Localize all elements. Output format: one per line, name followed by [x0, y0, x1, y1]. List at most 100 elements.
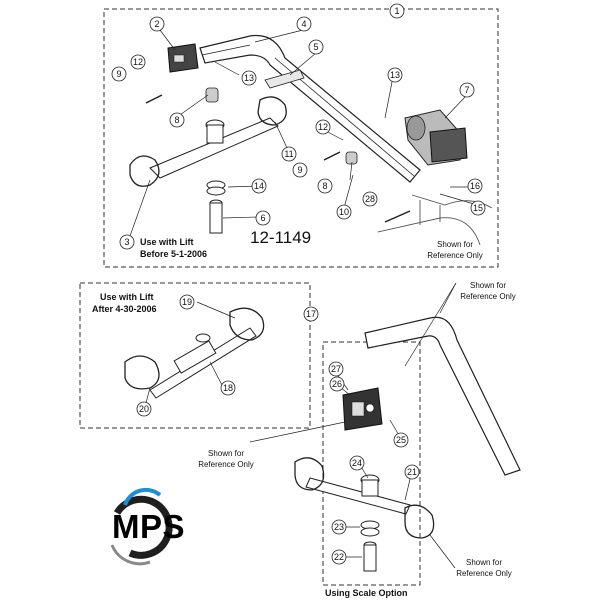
svg-text:27: 27: [331, 364, 341, 374]
svg-text:25: 25: [396, 435, 406, 445]
part-number: 12-1149: [250, 228, 311, 247]
bushing-mid: [345, 151, 358, 165]
svg-text:12: 12: [133, 57, 143, 67]
svg-text:16: 16: [470, 181, 480, 191]
svg-text:8: 8: [174, 115, 179, 125]
callout-21: 21: [404, 464, 420, 480]
middle-group-label-line1: Use with Lift: [100, 292, 154, 302]
boom-arm-bottom: [364, 316, 521, 476]
svg-text:19: 19: [182, 297, 192, 307]
callout-16: 16: [467, 178, 483, 194]
svg-text:2: 2: [154, 19, 159, 29]
svg-text:13: 13: [390, 70, 400, 80]
svg-text:17: 17: [306, 309, 316, 319]
svg-text:15: 15: [473, 203, 483, 213]
callout-17: 17: [303, 306, 319, 322]
svg-text:18: 18: [223, 383, 233, 393]
svg-text:5: 5: [313, 42, 318, 52]
label-strip: [264, 69, 305, 89]
callout-28: 28: [362, 191, 378, 207]
mps-logo: MPS: [110, 487, 185, 566]
callout-14: 14: [251, 178, 267, 194]
logo-text: MPS: [112, 508, 185, 545]
svg-text:14: 14: [254, 181, 264, 191]
callout-12b: 12: [315, 119, 331, 135]
reference-frame-top: [377, 194, 493, 246]
reference-note-left: Shown for Reference Only: [198, 449, 254, 469]
svg-text:7: 7: [464, 85, 469, 95]
svg-text:24: 24: [352, 458, 362, 468]
svg-text:13: 13: [244, 73, 254, 83]
svg-text:20: 20: [139, 404, 149, 414]
svg-text:4: 4: [301, 19, 306, 29]
group-box-top: [103, 8, 499, 268]
svg-text:Shown for: Shown for: [470, 281, 506, 290]
svg-text:1: 1: [394, 6, 399, 16]
bolt-28: [384, 210, 411, 223]
callout-12a: 12: [130, 54, 146, 70]
boom-arm: [199, 34, 421, 183]
spreader-bar-bottom: [294, 457, 435, 539]
callout-20: 20: [136, 401, 152, 417]
bottom-group-label: Using Scale Option: [325, 588, 408, 598]
callout-5: 5: [308, 39, 324, 55]
svg-text:12: 12: [318, 122, 328, 132]
swivel-pin-bottom: [363, 541, 377, 572]
callout-24: 24: [349, 455, 365, 471]
svg-text:26: 26: [332, 379, 342, 389]
callout-9a: 9: [111, 66, 127, 82]
callout-7: 7: [459, 82, 475, 98]
bushing-top: [205, 87, 219, 103]
callout-23: 23: [331, 519, 347, 535]
svg-text:8: 8: [322, 181, 327, 191]
callout-18: 18: [220, 380, 236, 396]
svg-text:9: 9: [116, 69, 121, 79]
callout-2: 2: [149, 16, 165, 32]
bolt-9-left: [145, 94, 163, 104]
svg-text:Shown for: Shown for: [208, 449, 244, 458]
callout-8a: 8: [169, 112, 185, 128]
spreader-bar-top: [129, 96, 287, 187]
svg-text:Reference Only: Reference Only: [427, 251, 483, 260]
svg-text:23: 23: [334, 522, 344, 532]
svg-text:3: 3: [124, 237, 129, 247]
callout-13b: 13: [387, 67, 403, 83]
callout-11: 11: [281, 146, 297, 162]
top-group-label-line2: Before 5-1-2006: [140, 249, 207, 259]
group-box-middle: [79, 282, 311, 429]
callout-27: 27: [328, 361, 344, 377]
reference-note-bottom-right: Shown for Reference Only: [456, 558, 512, 578]
callout-19: 19: [179, 294, 195, 310]
callout-10: 10: [336, 204, 352, 220]
middle-group-label-line2: After 4-30-2006: [92, 304, 157, 314]
svg-text:Shown for: Shown for: [437, 240, 473, 249]
svg-text:Reference Only: Reference Only: [198, 460, 254, 469]
svg-text:10: 10: [339, 207, 349, 217]
svg-text:6: 6: [260, 213, 265, 223]
scale-unit: [342, 387, 383, 431]
callout-4: 4: [296, 16, 312, 32]
svg-text:Reference Only: Reference Only: [460, 292, 516, 301]
callout-15: 15: [470, 200, 486, 216]
callout-6: 6: [255, 210, 271, 226]
callout-9b: 9: [292, 162, 308, 178]
callout-25: 25: [393, 432, 409, 448]
callout-1: 1: [389, 3, 405, 19]
swivel-pin-top: [209, 199, 223, 234]
top-group-label-line1: Use with Lift: [140, 237, 194, 247]
bolt-9-right: [323, 151, 341, 161]
svg-text:9: 9: [297, 165, 302, 175]
spreader-bar-middle: [124, 307, 265, 399]
callout-3: 3: [119, 234, 135, 250]
svg-text:Shown for: Shown for: [466, 558, 502, 567]
svg-text:21: 21: [407, 467, 417, 477]
actuator-motor: [404, 109, 468, 166]
svg-text:11: 11: [284, 149, 293, 159]
svg-text:28: 28: [365, 194, 375, 204]
reference-note-top: Shown for Reference Only: [427, 240, 483, 260]
callout-26: 26: [329, 376, 345, 392]
callout-13a: 13: [241, 70, 257, 86]
callout-8b: 8: [317, 178, 333, 194]
svg-text:22: 22: [334, 552, 344, 562]
